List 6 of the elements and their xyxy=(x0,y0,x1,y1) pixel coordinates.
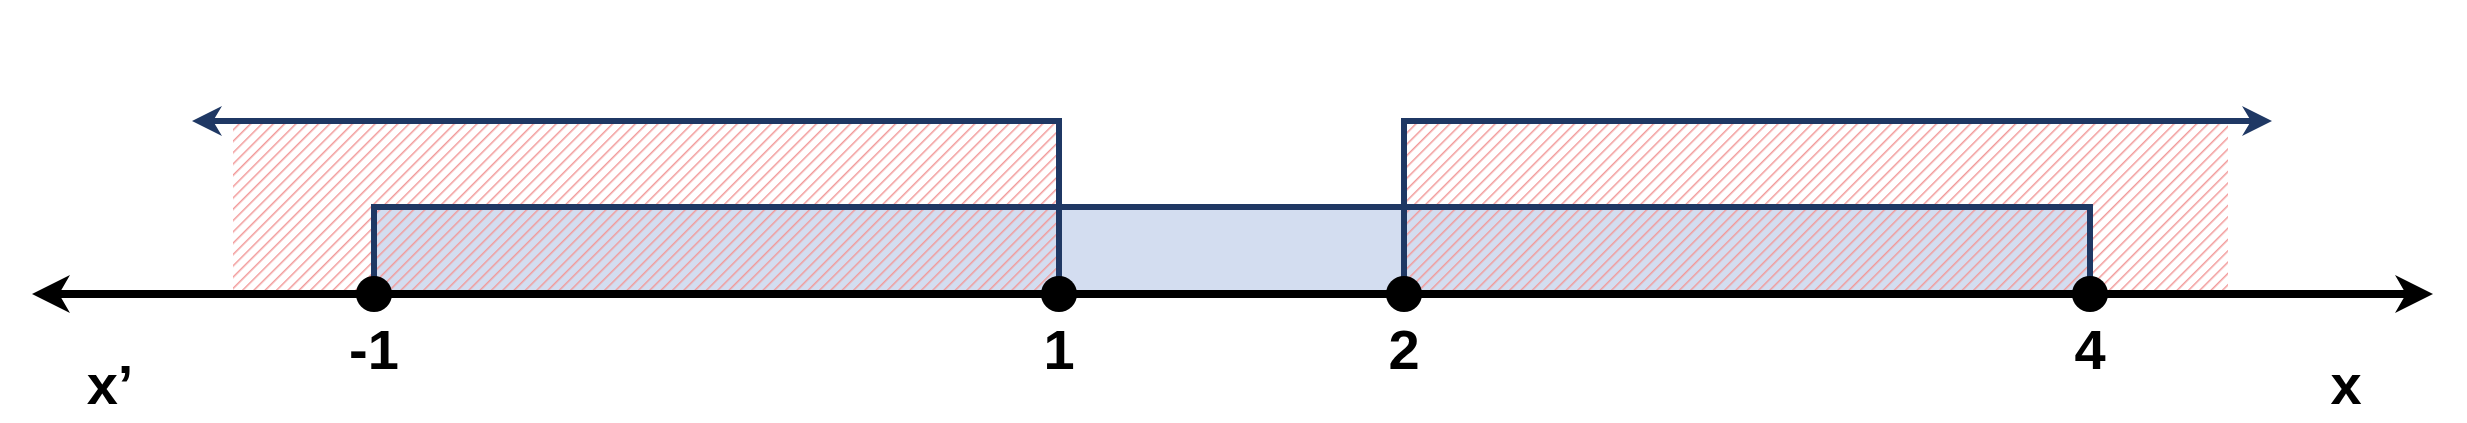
axis-label: 2 xyxy=(1388,322,1420,378)
axis-label: 4 xyxy=(2074,322,2106,378)
axis-label: x xyxy=(2330,357,2362,413)
axis-label: -1 xyxy=(349,322,399,378)
axis-label: 1 xyxy=(1043,322,1075,378)
axis-label: x’ xyxy=(86,357,134,413)
